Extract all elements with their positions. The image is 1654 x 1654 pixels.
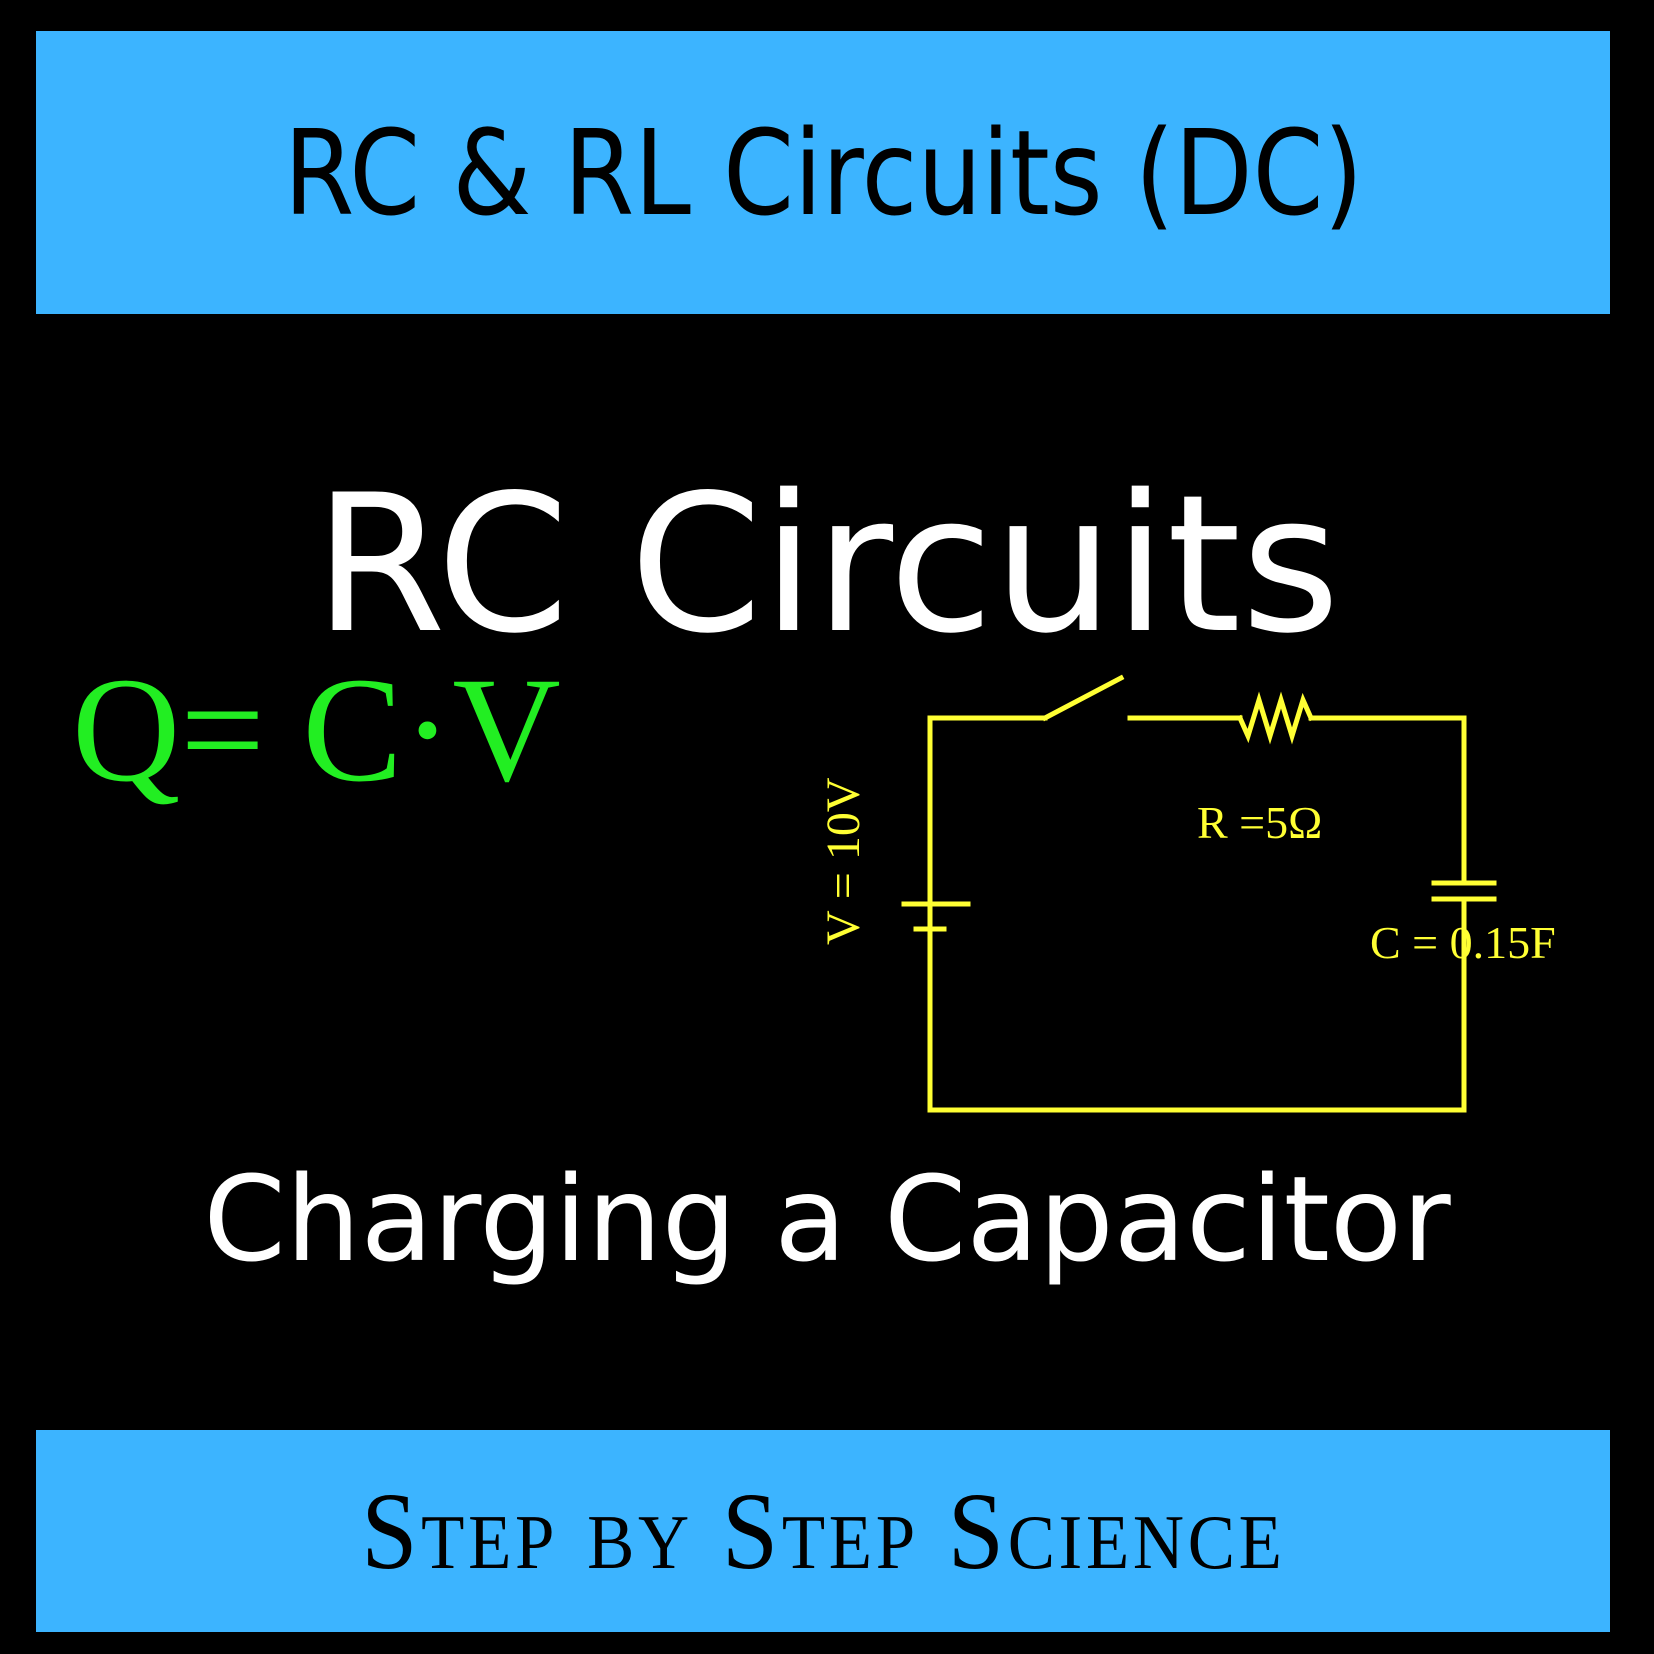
circuit-diagram (901, 674, 1497, 1113)
capacitance-label: C = 0.15F (1370, 917, 1556, 968)
subtitle: Charging a Capacitor (203, 1150, 1451, 1288)
brand-name: Step by Step Science (360, 1470, 1286, 1592)
voltage-label: V = 10V (817, 777, 870, 945)
formula: Q= C·V (72, 647, 561, 813)
resistor-icon (1236, 691, 1315, 745)
header-title: RC & RL Circuits (DC) (283, 103, 1363, 242)
header-banner: RC & RL Circuits (DC) (36, 31, 1610, 314)
main-title: RC Circuits (313, 454, 1341, 675)
wire-left-top (927, 715, 1048, 935)
footer-banner: Step by Step Science (36, 1430, 1610, 1632)
switch-icon (1041, 674, 1125, 722)
wire-right-bottom (927, 896, 1467, 1113)
wire-right-top (1308, 715, 1467, 883)
resistance-label: R =5Ω (1197, 797, 1323, 848)
